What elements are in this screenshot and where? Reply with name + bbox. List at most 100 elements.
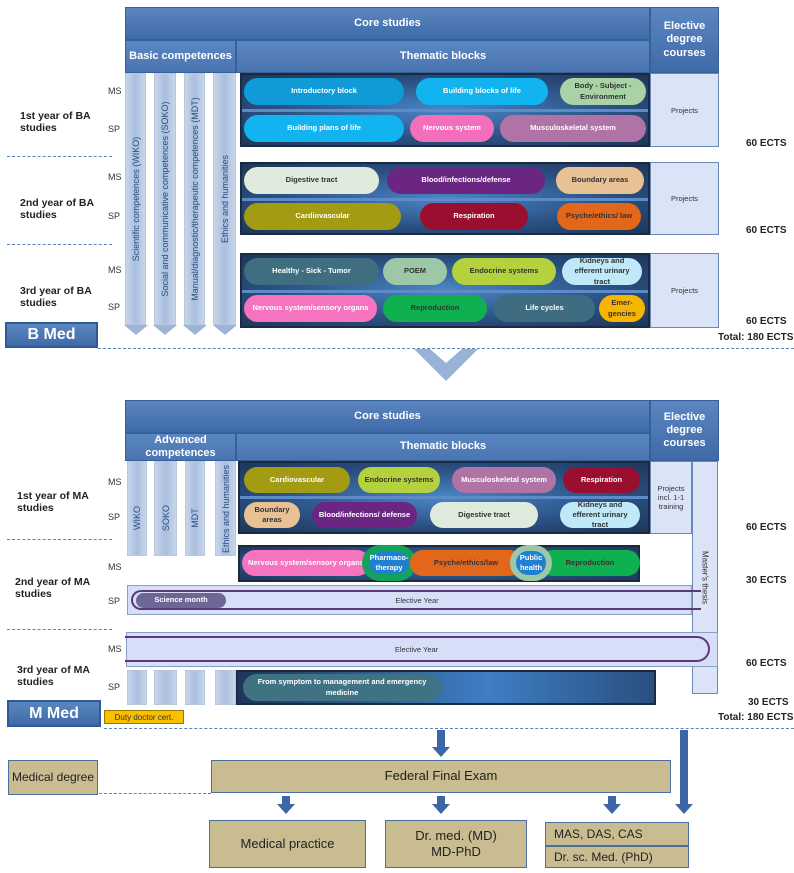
competence-label: Ethics and humanities — [219, 154, 230, 244]
ba-competences-header: Basic competences — [125, 40, 236, 73]
ma-year-1-blocks: Cardiovascular Endocrine systems Musculo… — [238, 461, 650, 534]
ba-year-3-ects: 60 ECTS — [746, 316, 787, 327]
ms-label: MS — [108, 644, 122, 654]
ma-year-1-label: 1st year of MA studies — [17, 490, 89, 515]
block-building-plans-of-life[interactable]: Building plans of life — [244, 115, 404, 142]
divider — [98, 348, 794, 349]
ba-competence-column-ethics: Ethics and humanities — [213, 73, 236, 325]
ba-year-2-projects: Projects — [650, 162, 719, 235]
block-digestive-tract[interactable]: Digestive tract — [430, 502, 538, 528]
block-blood-infections-defense[interactable]: Blood/infections/ defense — [312, 502, 417, 528]
block-cardiovascular[interactable]: Cardiovascular — [244, 467, 350, 493]
block-psyche-ethics-law[interactable]: Psyche/ethics/law — [410, 550, 522, 576]
ma-year-3-elective-year: Elective Year — [125, 632, 718, 667]
block-introductory[interactable]: Introductory block — [244, 78, 404, 105]
block-musculoskeletal[interactable]: Musculoskeletal system — [500, 115, 646, 142]
sp-label: SP — [108, 596, 121, 606]
ba-year-3-projects: Projects — [650, 253, 719, 328]
competence-label: SOKO — [160, 504, 171, 531]
ma-year-3-label: 3rd year of MA studies — [17, 664, 90, 689]
ma-year-3-blocks: From symptom to management and emergency… — [236, 670, 656, 705]
arrow-head — [277, 804, 295, 814]
block-building-blocks-of-life[interactable]: Building blocks of life — [416, 78, 548, 105]
ma-competence-column-soko: SOKO — [154, 461, 177, 556]
ba-thematic-header: Thematic blocks — [236, 40, 650, 73]
block-reproduction[interactable]: Reproduction — [540, 550, 640, 576]
block-digestive-tract[interactable]: Digestive tract — [244, 167, 379, 194]
ma-total-ects: Total: 180 ECTS — [718, 712, 794, 723]
ba-competence-column-wiko: Scientific competences (WIKO) — [125, 73, 146, 325]
block-life-cycles[interactable]: Life cycles — [494, 295, 595, 322]
ba-elective-header: Elective degree courses — [650, 7, 719, 73]
block-kidneys[interactable]: Kidneys and efferent urinary tract — [562, 256, 642, 286]
competence-label: Social and communicative competences (SO… — [160, 101, 170, 297]
ba-year-2-label: 2nd year of BA studies — [20, 197, 94, 222]
block-cardiovascular[interactable]: Cardiovascular — [244, 203, 401, 230]
b-med-degree: B Med — [5, 322, 98, 348]
competence-label: MDT — [190, 508, 200, 528]
ma-competence-column-ethics-y3 — [215, 670, 236, 705]
chevron-down-icon — [213, 325, 237, 335]
block-psyche-ethics-law[interactable]: Psyche/ethics/ law — [557, 203, 641, 230]
ma-thematic-header: Thematic blocks — [236, 433, 650, 461]
ba-year-3-blocks: Healthy - Sick - Tumor POEM Endocrine sy… — [240, 253, 650, 328]
chevron-down-icon — [124, 325, 148, 335]
ma-year-2-ects: 30 ECTS — [746, 575, 787, 586]
sp-label: SP — [108, 211, 121, 221]
block-reproduction[interactable]: Reproduction — [383, 295, 487, 322]
federal-final-exam: Federal Final Exam — [211, 760, 671, 793]
block-kidneys[interactable]: Kidneys and efferent urinary tract — [560, 500, 640, 529]
block-respiration[interactable]: Respiration — [420, 203, 528, 230]
ba-competence-column-soko: Social and communicative competences (SO… — [154, 73, 176, 325]
block-nervous-system-sensory[interactable]: Nervous system/sensory organs — [242, 550, 370, 576]
ms-label: MS — [108, 172, 122, 182]
arrow-down-icon — [282, 796, 290, 805]
ma-competence-column-wiko-y3 — [127, 670, 147, 705]
divider — [7, 539, 112, 540]
competence-label: Manual/diagnostic/therapeutic competence… — [189, 97, 200, 301]
arrow-head — [432, 804, 450, 814]
arrow-down-icon — [437, 730, 445, 748]
block-boundary-areas[interactable]: Boundary areas — [556, 167, 644, 194]
divider — [7, 244, 112, 245]
block-nervous-system-sensory[interactable]: Nervous system/sensory organs — [244, 295, 377, 322]
block-endocrine-systems[interactable]: Endocrine systems — [452, 258, 556, 285]
ms-label: MS — [108, 477, 122, 487]
ma-competence-column-wiko: WIKO — [127, 461, 147, 556]
block-nervous-system[interactable]: Nervous system — [410, 115, 494, 142]
ma-year-3-sp-ects: 30 ECTS — [748, 697, 789, 708]
divider — [99, 793, 211, 794]
ba-year-1-label: 1st year of BA studies — [20, 110, 91, 135]
ma-year-1-ects: 60 ECTS — [746, 522, 787, 533]
ma-competence-column-soko-y3 — [154, 670, 177, 705]
ma-competences-header: Advanced competences — [125, 433, 236, 461]
block-pharmacotherapy[interactable]: Pharmaco- therapy — [362, 545, 416, 581]
block-healthy-sick-tumor[interactable]: Healthy - Sick - Tumor — [244, 258, 379, 285]
divider — [104, 728, 794, 729]
ma-elective-header: Elective degree courses — [650, 400, 719, 461]
ma-competence-column-ethics: Ethics and humanities — [215, 461, 236, 556]
block-endocrine-systems[interactable]: Endocrine systems — [358, 467, 440, 493]
science-month-block[interactable]: Science month — [136, 593, 226, 608]
chevron-notch — [430, 349, 462, 363]
block-musculoskeletal[interactable]: Musculoskeletal system — [452, 467, 556, 493]
competence-label: Scientific competences (WIKO) — [130, 136, 141, 262]
ma-year-2-blocks: Nervous system/sensory organs Pharmaco- … — [238, 545, 640, 582]
block-respiration[interactable]: Respiration — [563, 467, 640, 493]
block-emergencies[interactable]: Emer- gencies — [599, 295, 645, 322]
arrow-head — [603, 804, 621, 814]
ms-label: MS — [108, 265, 122, 275]
sp-label: SP — [108, 512, 121, 522]
block-boundary-areas[interactable]: Boundary areas — [244, 502, 300, 528]
block-body-subject-environment[interactable]: Body - Subject - Environment — [560, 78, 646, 105]
ms-label: MS — [108, 562, 122, 572]
duty-doctor-cert: Duty doctor cert. — [104, 710, 184, 724]
block-poem[interactable]: POEM — [383, 258, 447, 285]
block-blood-infections-defense[interactable]: Blood/infections/defense — [387, 167, 545, 194]
block-public-health[interactable]: Public health — [510, 545, 552, 581]
block-symptom-to-management[interactable]: From symptom to management and emergency… — [243, 674, 441, 701]
sp-label: SP — [108, 124, 121, 134]
ba-year-2-ects: 60 ECTS — [746, 225, 787, 236]
outcome-medical-practice: Medical practice — [209, 820, 366, 868]
ma-year-2-elective-year: Elective Year Science month — [127, 585, 701, 615]
